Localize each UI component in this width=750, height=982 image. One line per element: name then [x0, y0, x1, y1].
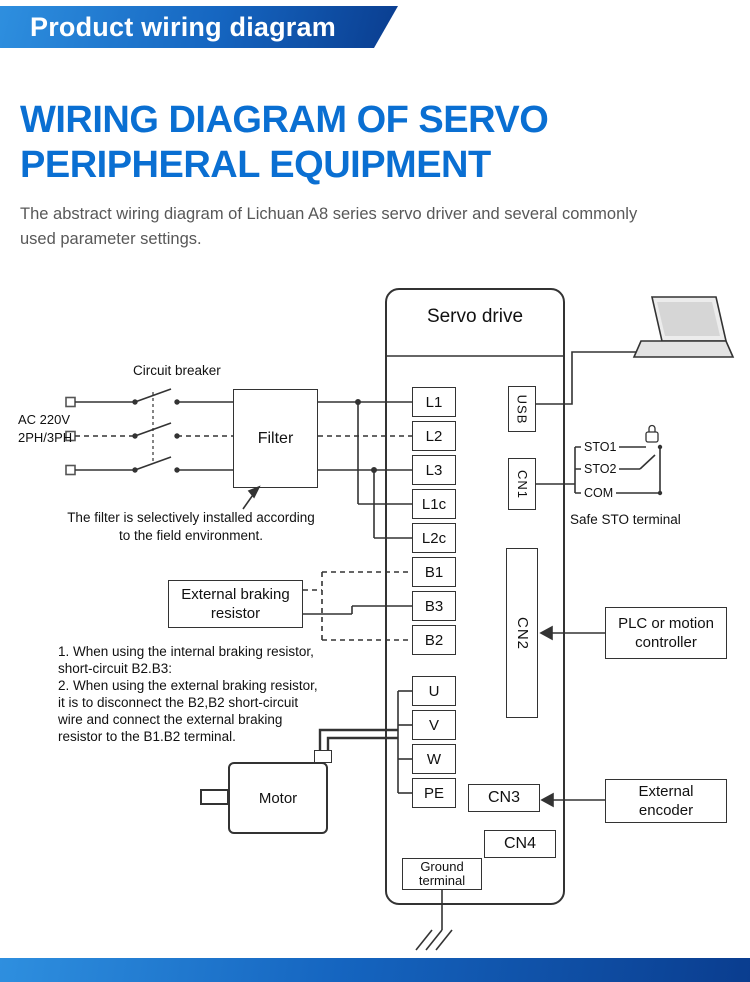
terminal-v: V	[412, 710, 456, 740]
braking-resistor-box: External braking resistor	[168, 580, 303, 628]
braking-resistor-notes: 1. When using the internal braking resis…	[58, 644, 318, 744]
terminal-w: W	[412, 744, 456, 774]
intro-text: The abstract wiring diagram of Lichuan A…	[20, 202, 637, 252]
terminal-b1: B1	[412, 557, 456, 587]
sto2-label: STO2	[581, 462, 620, 476]
page-title: WIRING DIAGRAM OF SERVO PERIPHERAL EQUIP…	[20, 98, 549, 188]
motor-box: Motor	[228, 762, 328, 834]
ground-terminal-box: Ground terminal	[402, 858, 482, 890]
servo-drive-title: Servo drive	[426, 306, 524, 327]
terminal-b3: B3	[412, 591, 456, 621]
filter-note: The filter is selectively installed acco…	[67, 510, 315, 543]
terminal-l1c: L1c	[412, 489, 456, 519]
terminal-pe: PE	[412, 778, 456, 808]
cn4-port: CN4	[484, 830, 556, 858]
cn3-port: CN3	[468, 784, 540, 812]
plc-controller-box: PLC or motion controller	[605, 607, 727, 659]
page-title-line2: PERIPHERAL EQUIPMENT	[20, 144, 491, 186]
terminal-l1: L1	[412, 387, 456, 417]
intro-line2: used parameter settings.	[20, 230, 202, 248]
usb-port: USB	[508, 386, 536, 432]
page-title-line1: WIRING DIAGRAM OF SERVO	[20, 99, 549, 141]
com-label: COM	[581, 486, 617, 500]
filter-box: Filter	[233, 389, 318, 488]
bottom-ribbon	[0, 958, 750, 982]
circuit-breaker-label: Circuit breaker	[133, 363, 221, 378]
ac-supply-label-2: 2PH/3PH	[18, 430, 73, 445]
terminal-l2c: L2c	[412, 523, 456, 553]
cn1-port: CN1	[508, 458, 536, 510]
terminal-l3: L3	[412, 455, 456, 485]
banner-ribbon: Product wiring diagram	[0, 6, 398, 48]
safe-sto-label: Safe STO terminal	[570, 512, 681, 527]
external-encoder-box: External encoder	[605, 779, 727, 823]
cn2-port: CN2	[506, 548, 538, 718]
banner-title: Product wiring diagram	[30, 11, 336, 42]
terminal-b2: B2	[412, 625, 456, 655]
terminal-u: U	[412, 676, 456, 706]
ac-supply-label-1: AC 220V	[18, 412, 71, 427]
intro-line1: The abstract wiring diagram of Lichuan A…	[20, 205, 638, 223]
terminal-l2: L2	[412, 421, 456, 451]
sto1-label: STO1	[581, 440, 620, 454]
